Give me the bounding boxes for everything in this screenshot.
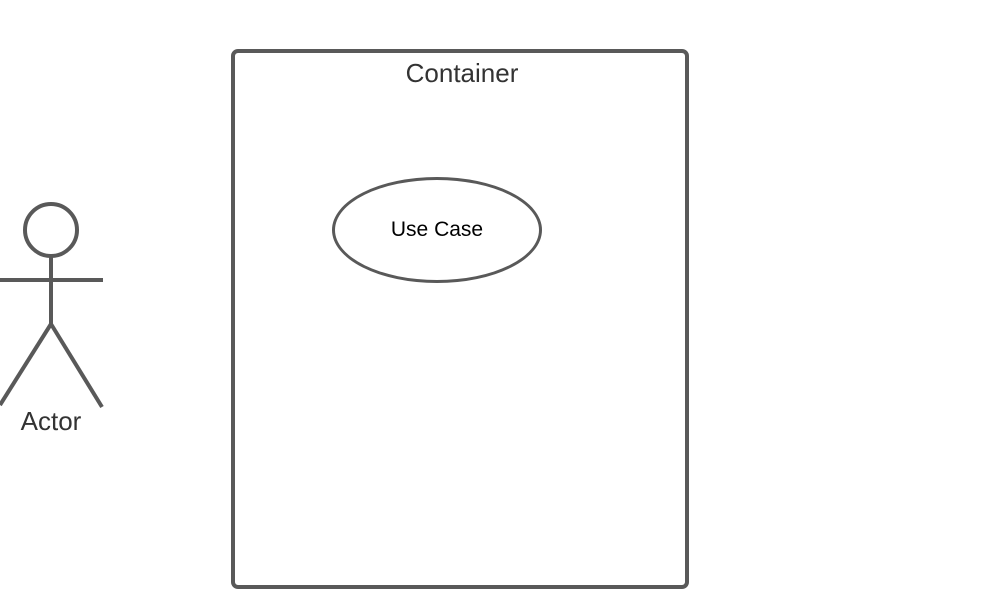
container-title: Container: [405, 58, 519, 88]
actor-right-leg: [49, 322, 104, 409]
actor-label: Actor: [20, 406, 82, 436]
system-boundary-container[interactable]: [231, 49, 689, 589]
diagram-canvas: Container Use Case Actor: [0, 49, 689, 589]
use-case-label: Use Case: [390, 218, 484, 241]
actor-stick-figure-icon[interactable]: [0, 200, 110, 415]
actor-left-leg: [0, 322, 53, 407]
use-case-ellipse[interactable]: Use Case: [332, 177, 542, 283]
actor-head: [23, 202, 79, 258]
